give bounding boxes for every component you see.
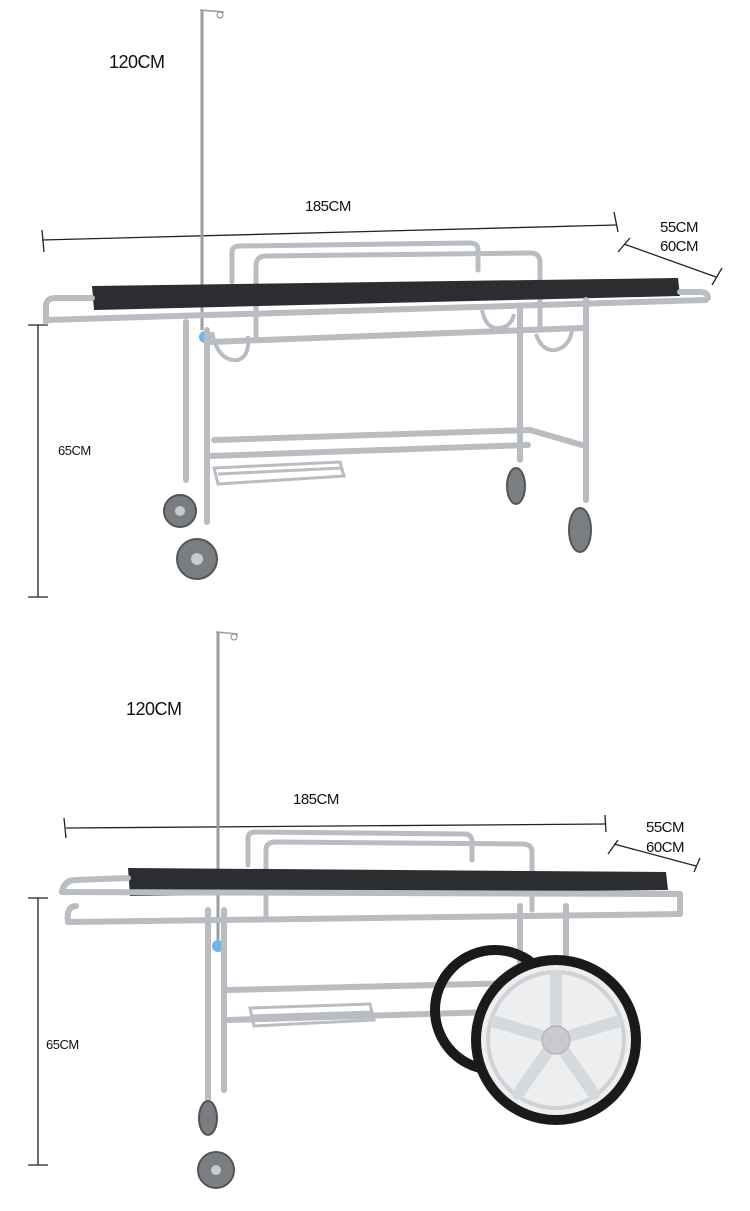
stretcher-wheels-illustration — [28, 631, 701, 1189]
width-a-label: 55CM — [646, 819, 685, 836]
large-wheels — [430, 945, 641, 1125]
iv-pole-height-label: 120CM — [109, 52, 165, 72]
casters — [163, 467, 592, 580]
dimension-lines — [28, 211, 723, 598]
product-image-casters: 120CM 185CM 55CM 60CM 65CM — [28, 9, 723, 598]
height-label: 65CM — [46, 1037, 79, 1052]
dimension-lines — [28, 814, 701, 1166]
width-b-label: 60CM — [646, 839, 685, 856]
iv-pole-height-label: 120CM — [126, 699, 182, 719]
product-image-large-wheels: 120CM 185CM 55CM 60CM 65CM — [0, 610, 750, 1211]
width-b-label: 60CM — [660, 238, 699, 255]
height-label: 65CM — [58, 443, 91, 458]
length-label: 185CM — [305, 198, 351, 215]
stretcher-casters-illustration — [28, 9, 723, 598]
casters — [197, 1100, 235, 1189]
length-label: 185CM — [293, 791, 339, 808]
width-a-label: 55CM — [660, 219, 699, 236]
